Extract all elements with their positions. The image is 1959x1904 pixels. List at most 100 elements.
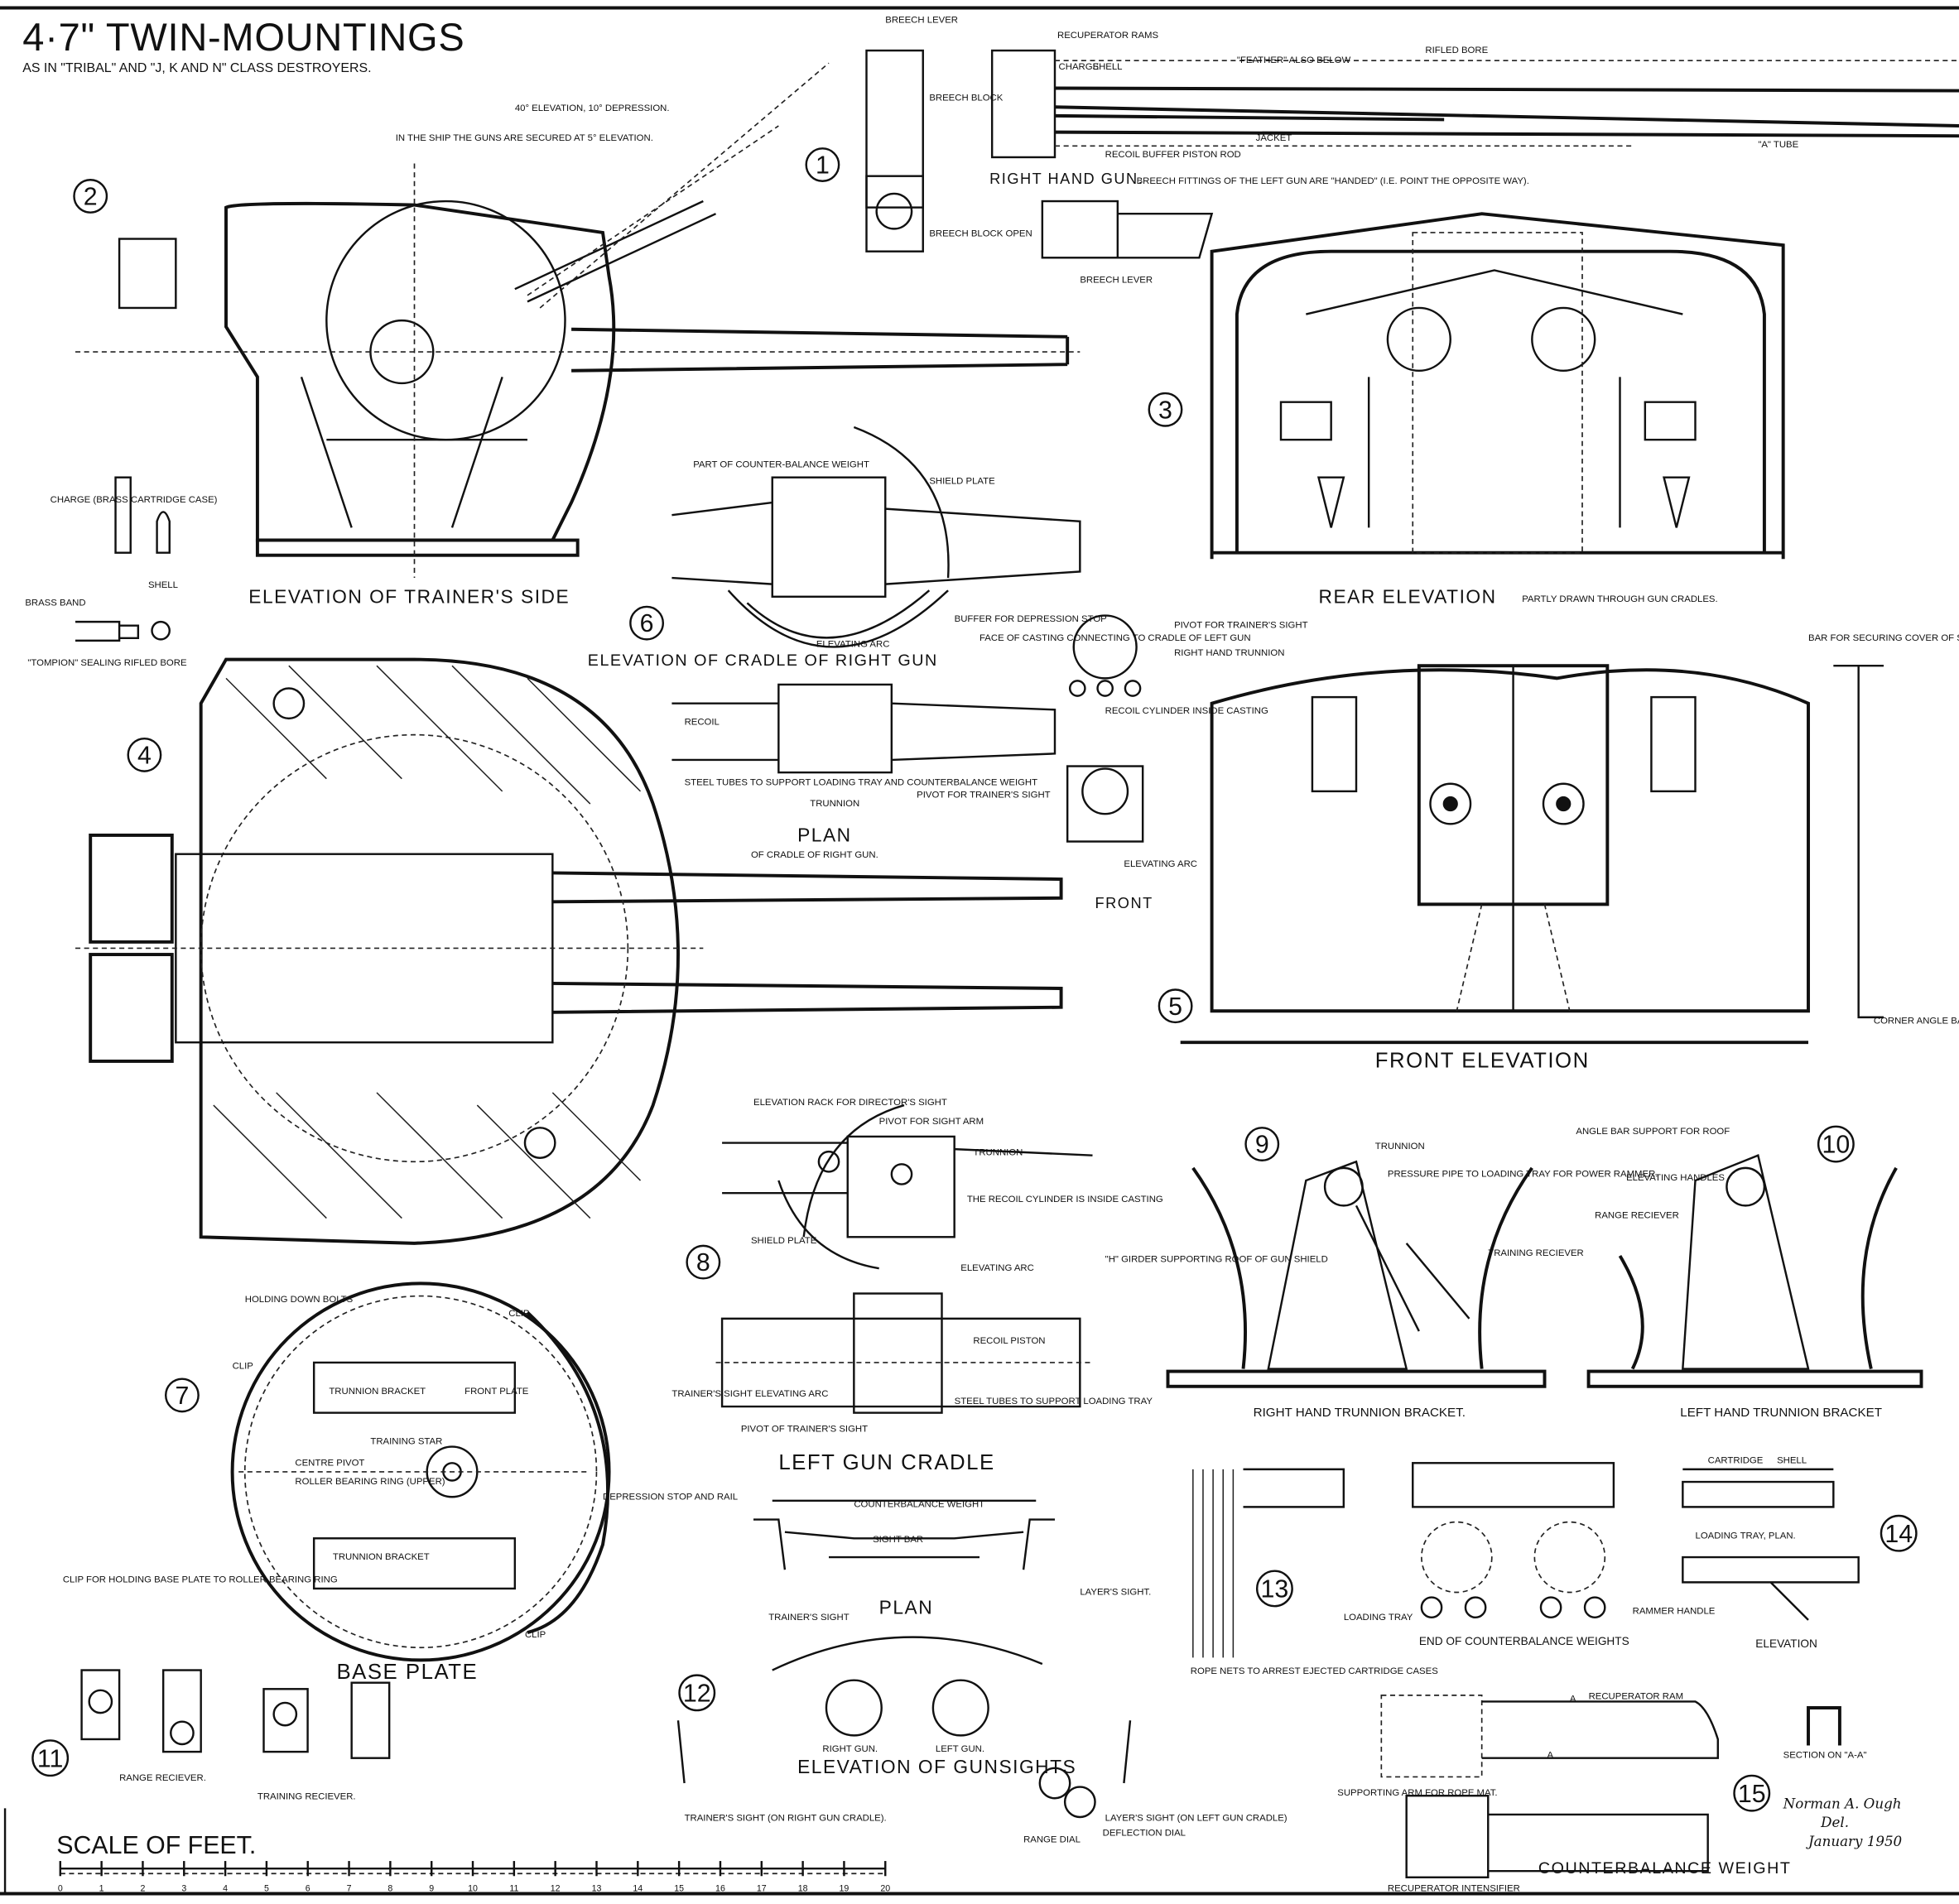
svg-text:CENTRE PIVOT: CENTRE PIVOT <box>295 1458 364 1468</box>
figure-7-labels: HOLDING DOWN BOLTS CLIP CLIP TRUNNION BR… <box>63 1295 738 1640</box>
svg-text:RAMMER HANDLE: RAMMER HANDLE <box>1633 1606 1716 1616</box>
svg-text:LOADING TRAY, PLAN.: LOADING TRAY, PLAN. <box>1696 1531 1796 1541</box>
svg-text:STEEL TUBES TO SUPPORT LOADING: STEEL TUBES TO SUPPORT LOADING TRAY AND … <box>685 777 1038 787</box>
figure-6-cradle <box>671 426 1144 843</box>
svg-text:RECUPERATOR INTENSIFIER: RECUPERATOR INTENSIFIER <box>1388 1883 1520 1893</box>
figure-number-circle <box>686 1244 721 1280</box>
figure-number-12: 12 <box>683 1680 711 1707</box>
svg-text:PIVOT OF TRAINER'S SIGHT: PIVOT OF TRAINER'S SIGHT <box>741 1424 868 1434</box>
svg-text:PIVOT FOR TRAINER'S SIGHT: PIVOT FOR TRAINER'S SIGHT <box>1174 621 1307 631</box>
svg-text:Norman A. Ough: Norman A. Ough <box>1783 1796 1902 1811</box>
svg-text:"TOMPION" SEALING RIFLED BORE: "TOMPION" SEALING RIFLED BORE <box>27 658 187 668</box>
figure-number-6: 6 <box>640 610 654 637</box>
scale-title: SCALE OF FEET. <box>56 1832 256 1859</box>
scale-tick-label: 9 <box>429 1883 434 1893</box>
scale-tick-label: 11 <box>509 1883 518 1893</box>
fig2-caption: ELEVATION OF TRAINER'S SIDE <box>248 585 570 607</box>
figure-4-plan <box>75 657 1063 1245</box>
scale-tick-label: 10 <box>468 1883 478 1893</box>
fig6-plan-caption: PLAN <box>797 825 851 846</box>
svg-text:TRUNNION: TRUNNION <box>1375 1142 1425 1152</box>
figure-10-labels: ANGLE BAR SUPPORT FOR ROOF ELEVATING HAN… <box>1576 1127 1730 1221</box>
fig3-note: PARTLY DRAWN THROUGH GUN CRADLES. <box>1522 594 1717 604</box>
signature: Norman A. Ough Del. January 1950 <box>1783 1796 1903 1849</box>
figure-number-circle <box>1733 1774 1771 1812</box>
figure-7-base-plate <box>230 1281 611 1662</box>
svg-text:ELEVATING ARC: ELEVATING ARC <box>1124 859 1197 869</box>
fig8-caption: LEFT GUN CRADLE <box>778 1451 994 1474</box>
svg-text:COUNTERBALANCE WEIGHT: COUNTERBALANCE WEIGHT <box>854 1499 984 1509</box>
svg-text:STEEL TUBES TO SUPPORT LOADING: STEEL TUBES TO SUPPORT LOADING TRAY <box>955 1397 1153 1406</box>
figure-number-9: 9 <box>1255 1132 1269 1159</box>
figure-number-circle <box>73 179 108 214</box>
figure-12-labels: COUNTERBALANCE WEIGHT SIGHT BAR TRAINER'… <box>685 1499 1288 1844</box>
svg-text:CLIP: CLIP <box>233 1362 253 1372</box>
figure-number-circle <box>164 1378 200 1413</box>
scale-tick-label: 14 <box>633 1883 643 1893</box>
svg-text:FRONT PLATE: FRONT PLATE <box>464 1387 529 1397</box>
figure-8-left-gun-cradle <box>715 1103 1093 1414</box>
svg-text:FACE OF CASTING CONNECTING TO: FACE OF CASTING CONNECTING TO CRADLE OF … <box>980 633 1251 643</box>
fig15-caption: COUNTERBALANCE WEIGHT <box>1538 1859 1792 1878</box>
figure-13-counterbalance-ends <box>1192 1462 1615 1658</box>
svg-text:BRASS BAND: BRASS BAND <box>25 598 85 608</box>
svg-text:RIGHT HAND TRUNNION: RIGHT HAND TRUNNION <box>1174 648 1284 658</box>
svg-text:PART OF COUNTER-BALANCE WEIGHT: PART OF COUNTER-BALANCE WEIGHT <box>693 460 869 470</box>
svg-text:ELEVATING HANDLES: ELEVATING HANDLES <box>1626 1173 1725 1183</box>
svg-text:RECUPERATOR RAM: RECUPERATOR RAM <box>1589 1691 1683 1701</box>
fig3-caption: REAR ELEVATION <box>1319 585 1497 607</box>
figure-9-right-trunnion-bracket <box>1166 1160 1547 1388</box>
svg-text:BREECH LEVER: BREECH LEVER <box>885 16 958 26</box>
svg-text:LAYER'S SIGHT (ON LEFT GUN CRA: LAYER'S SIGHT (ON LEFT GUN CRADLE) <box>1105 1814 1288 1824</box>
figure-number-circle <box>127 737 162 772</box>
svg-text:BREECH BLOCK OPEN: BREECH BLOCK OPEN <box>929 229 1032 239</box>
svg-text:CLIP: CLIP <box>525 1630 546 1640</box>
svg-text:BUFFER FOR DEPRESSION STOP: BUFFER FOR DEPRESSION STOP <box>955 614 1107 624</box>
svg-text:TRUNNION: TRUNNION <box>973 1148 1023 1158</box>
scale-tick-label: 0 <box>58 1883 63 1893</box>
figure-number-circle <box>629 605 665 641</box>
scale-tick-label: 20 <box>880 1883 890 1893</box>
svg-text:RIGHT GUN.: RIGHT GUN. <box>822 1744 878 1754</box>
fig13-label: LOADING TRAY <box>1344 1613 1413 1623</box>
figure-number-circle <box>805 147 840 182</box>
figure-number-circle <box>1244 1127 1280 1161</box>
scale-tick-label: 5 <box>264 1883 269 1893</box>
figure-14-loading-tray <box>1682 1468 1860 1621</box>
svg-text:BREECH BLOCK: BREECH BLOCK <box>929 94 1003 103</box>
fig6-front-caption: FRONT <box>1095 895 1153 911</box>
figure-2-elevation <box>75 62 1081 642</box>
figure-number-5: 5 <box>1168 993 1182 1021</box>
svg-text:THE RECOIL CYLINDER IS INSIDE: THE RECOIL CYLINDER IS INSIDE CASTING <box>967 1195 1163 1204</box>
fig11-label: TRAINING RECIEVER. <box>258 1792 356 1802</box>
svg-text:Del.: Del. <box>1820 1815 1849 1830</box>
svg-text:LAYER'S SIGHT.: LAYER'S SIGHT. <box>1080 1588 1151 1598</box>
svg-text:CLIP FOR HOLDING BASE PLATE TO: CLIP FOR HOLDING BASE PLATE TO ROLLER BE… <box>63 1575 338 1584</box>
figure-number-10: 10 <box>1822 1132 1850 1159</box>
figure-number-13: 13 <box>1261 1576 1289 1603</box>
fig12-caption: ELEVATION OF GUNSIGHTS <box>797 1756 1076 1777</box>
svg-text:TRAINER'S SIGHT (ON RIGHT GUN: TRAINER'S SIGHT (ON RIGHT GUN CRADLE). <box>685 1814 887 1824</box>
svg-text:SECTION ON "A-A": SECTION ON "A-A" <box>1783 1751 1867 1761</box>
figure-14-labels: CARTRIDGE SHELL LOADING TRAY, PLAN. RAMM… <box>1633 1455 1807 1616</box>
svg-text:ELEVATING ARC: ELEVATING ARC <box>960 1263 1034 1273</box>
svg-text:TRUNNION BRACKET: TRUNNION BRACKET <box>329 1387 426 1397</box>
scale-tick-label: 2 <box>140 1883 145 1893</box>
fig6-plan-note: OF CRADLE OF RIGHT GUN. <box>751 850 878 860</box>
svg-text:CHARGE: CHARGE <box>1059 62 1100 72</box>
fig13-label: ROPE NETS TO ARREST EJECTED CARTRIDGE CA… <box>1191 1666 1438 1676</box>
svg-text:SUPPORTING ARM FOR ROPE MAT.: SUPPORTING ARM FOR ROPE MAT. <box>1337 1788 1497 1798</box>
figure-9-labels: TRUNNION PRESSURE PIPE TO LOADING TRAY F… <box>1105 1142 1658 1265</box>
figure-1-breech <box>865 49 1959 259</box>
svg-text:SHELL: SHELL <box>1093 62 1123 72</box>
figure-8-labels: ELEVATION RACK FOR DIRECTOR'S SIGHT PIVO… <box>671 1098 1162 1434</box>
figure-number-circle <box>1255 1570 1293 1608</box>
fig6-caption: ELEVATION OF CRADLE OF RIGHT GUN <box>588 651 938 670</box>
fig5-caption: FRONT ELEVATION <box>1375 1050 1590 1073</box>
svg-text:LEFT GUN.: LEFT GUN. <box>936 1744 984 1754</box>
figure-15-counterbalance-weight <box>1380 1695 1841 1878</box>
scale-tick-label: 15 <box>674 1883 684 1893</box>
figure-number-circle <box>678 1674 716 1712</box>
svg-text:January 1950: January 1950 <box>1806 1834 1903 1849</box>
